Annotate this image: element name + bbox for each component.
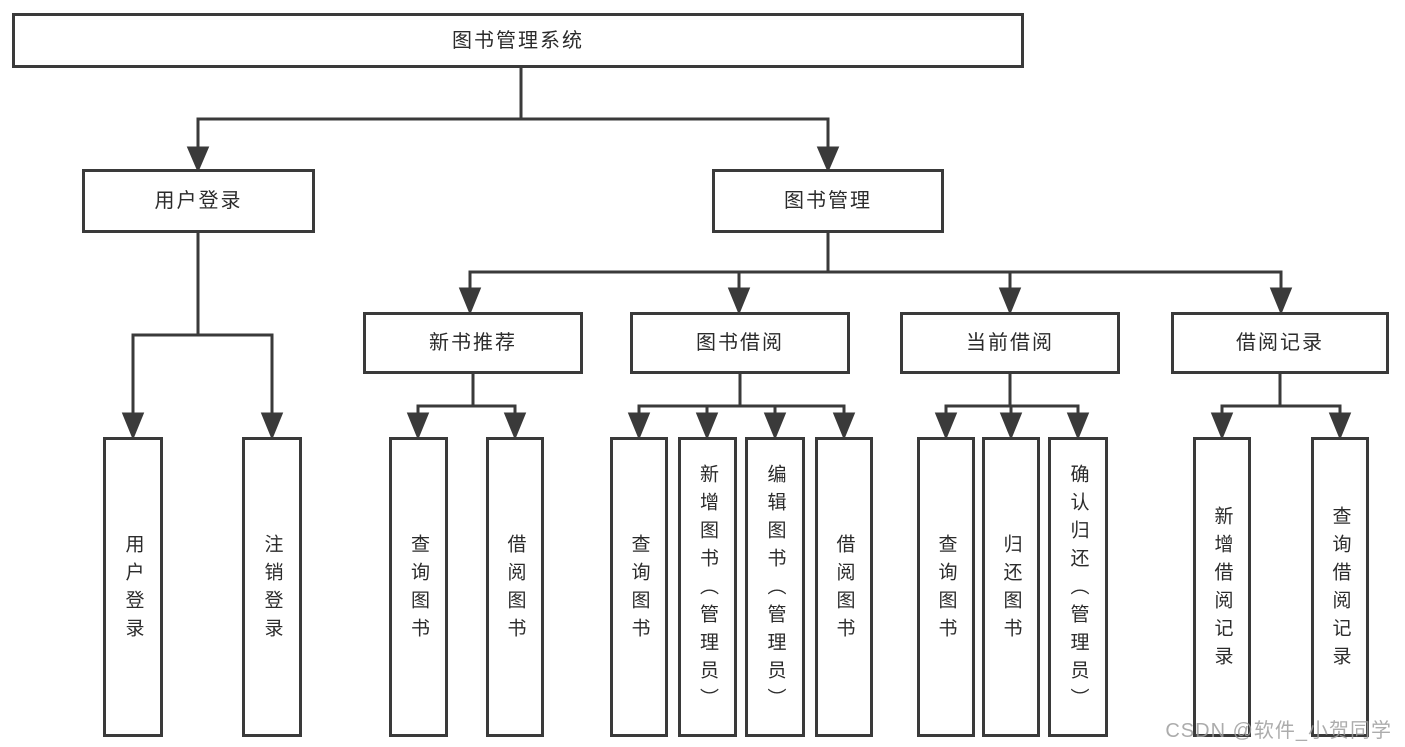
node-leaf-edit-book-admin: 编辑图书（管理员） bbox=[745, 437, 805, 737]
connector-root-to-level2 bbox=[186, 66, 840, 173]
node-leaf-return-books: 归还图书 bbox=[982, 437, 1040, 737]
node-leaf-add-book-admin: 新增图书（管理员） bbox=[678, 437, 737, 737]
node-leaf-borrow-books: 借阅图书 bbox=[815, 437, 873, 737]
node-leaf-borrow-books-recommend: 借阅图书 bbox=[486, 437, 544, 737]
connector-book-management-branch bbox=[458, 231, 1293, 315]
csdn-watermark: CSDN @软件_小贺同学 bbox=[1165, 720, 1392, 742]
connector-borrow-records-branch bbox=[1210, 372, 1352, 440]
node-book-management: 图书管理 bbox=[712, 169, 944, 233]
node-user-login: 用户登录 bbox=[82, 169, 315, 233]
node-borrowing-records: 借阅记录 bbox=[1171, 312, 1389, 374]
node-leaf-add-borrow-record: 新增借阅记录 bbox=[1193, 437, 1251, 737]
node-leaf-query-books-borrowing: 查询图书 bbox=[610, 437, 668, 737]
node-leaf-user-login: 用户登录 bbox=[103, 437, 163, 737]
connector-book-borrowing-branch bbox=[627, 372, 856, 440]
node-leaf-query-borrow-record: 查询借阅记录 bbox=[1311, 437, 1369, 737]
connector-user-login-branch bbox=[121, 231, 284, 440]
node-leaf-query-books-recommend: 查询图书 bbox=[389, 437, 448, 737]
connector-new-book-branch bbox=[406, 372, 527, 440]
node-library-system: 图书管理系统 bbox=[12, 13, 1024, 68]
node-book-borrowing: 图书借阅 bbox=[630, 312, 850, 374]
node-leaf-logout: 注销登录 bbox=[242, 437, 302, 737]
node-current-borrowing: 当前借阅 bbox=[900, 312, 1120, 374]
node-leaf-query-books-current: 查询图书 bbox=[917, 437, 975, 737]
node-new-book-recommend: 新书推荐 bbox=[363, 312, 583, 374]
node-leaf-confirm-return-admin: 确认归还（管理员） bbox=[1048, 437, 1108, 737]
connector-current-borrowing-branch bbox=[934, 372, 1090, 440]
